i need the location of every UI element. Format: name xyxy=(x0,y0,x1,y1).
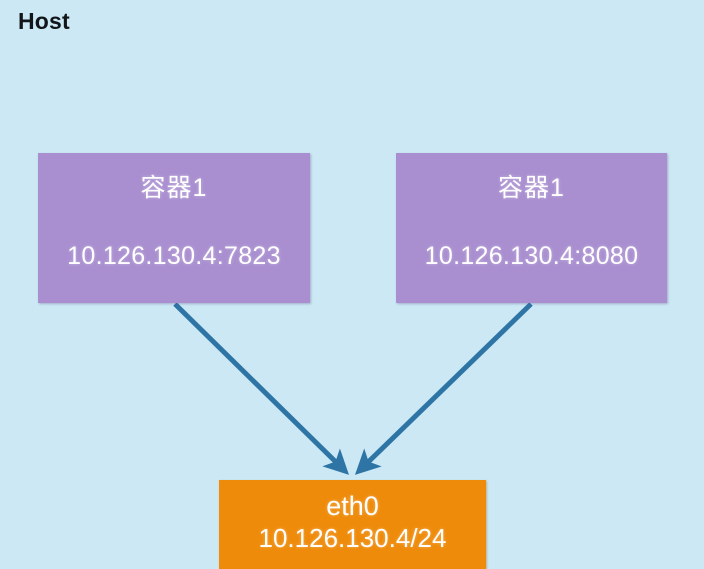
eth0-interface-node[interactable]: eth0 10.126.130.4/24 xyxy=(219,480,486,569)
edge-right-to-eth0 xyxy=(354,302,533,475)
edge-left-to-eth0 xyxy=(173,302,349,475)
container-left-title: 容器1 xyxy=(140,174,208,202)
container-node-right[interactable]: 容器1 10.126.130.4:8080 xyxy=(396,153,667,303)
container-node-left[interactable]: 容器1 10.126.130.4:7823 xyxy=(38,153,310,303)
container-right-address: 10.126.130.4:8080 xyxy=(424,242,639,270)
container-right-title: 容器1 xyxy=(498,174,565,202)
eth0-address: 10.126.130.4/24 xyxy=(258,523,447,554)
host-label: Host xyxy=(18,8,70,34)
container-left-address: 10.126.130.4:7823 xyxy=(67,242,281,270)
eth0-title: eth0 xyxy=(326,491,379,521)
